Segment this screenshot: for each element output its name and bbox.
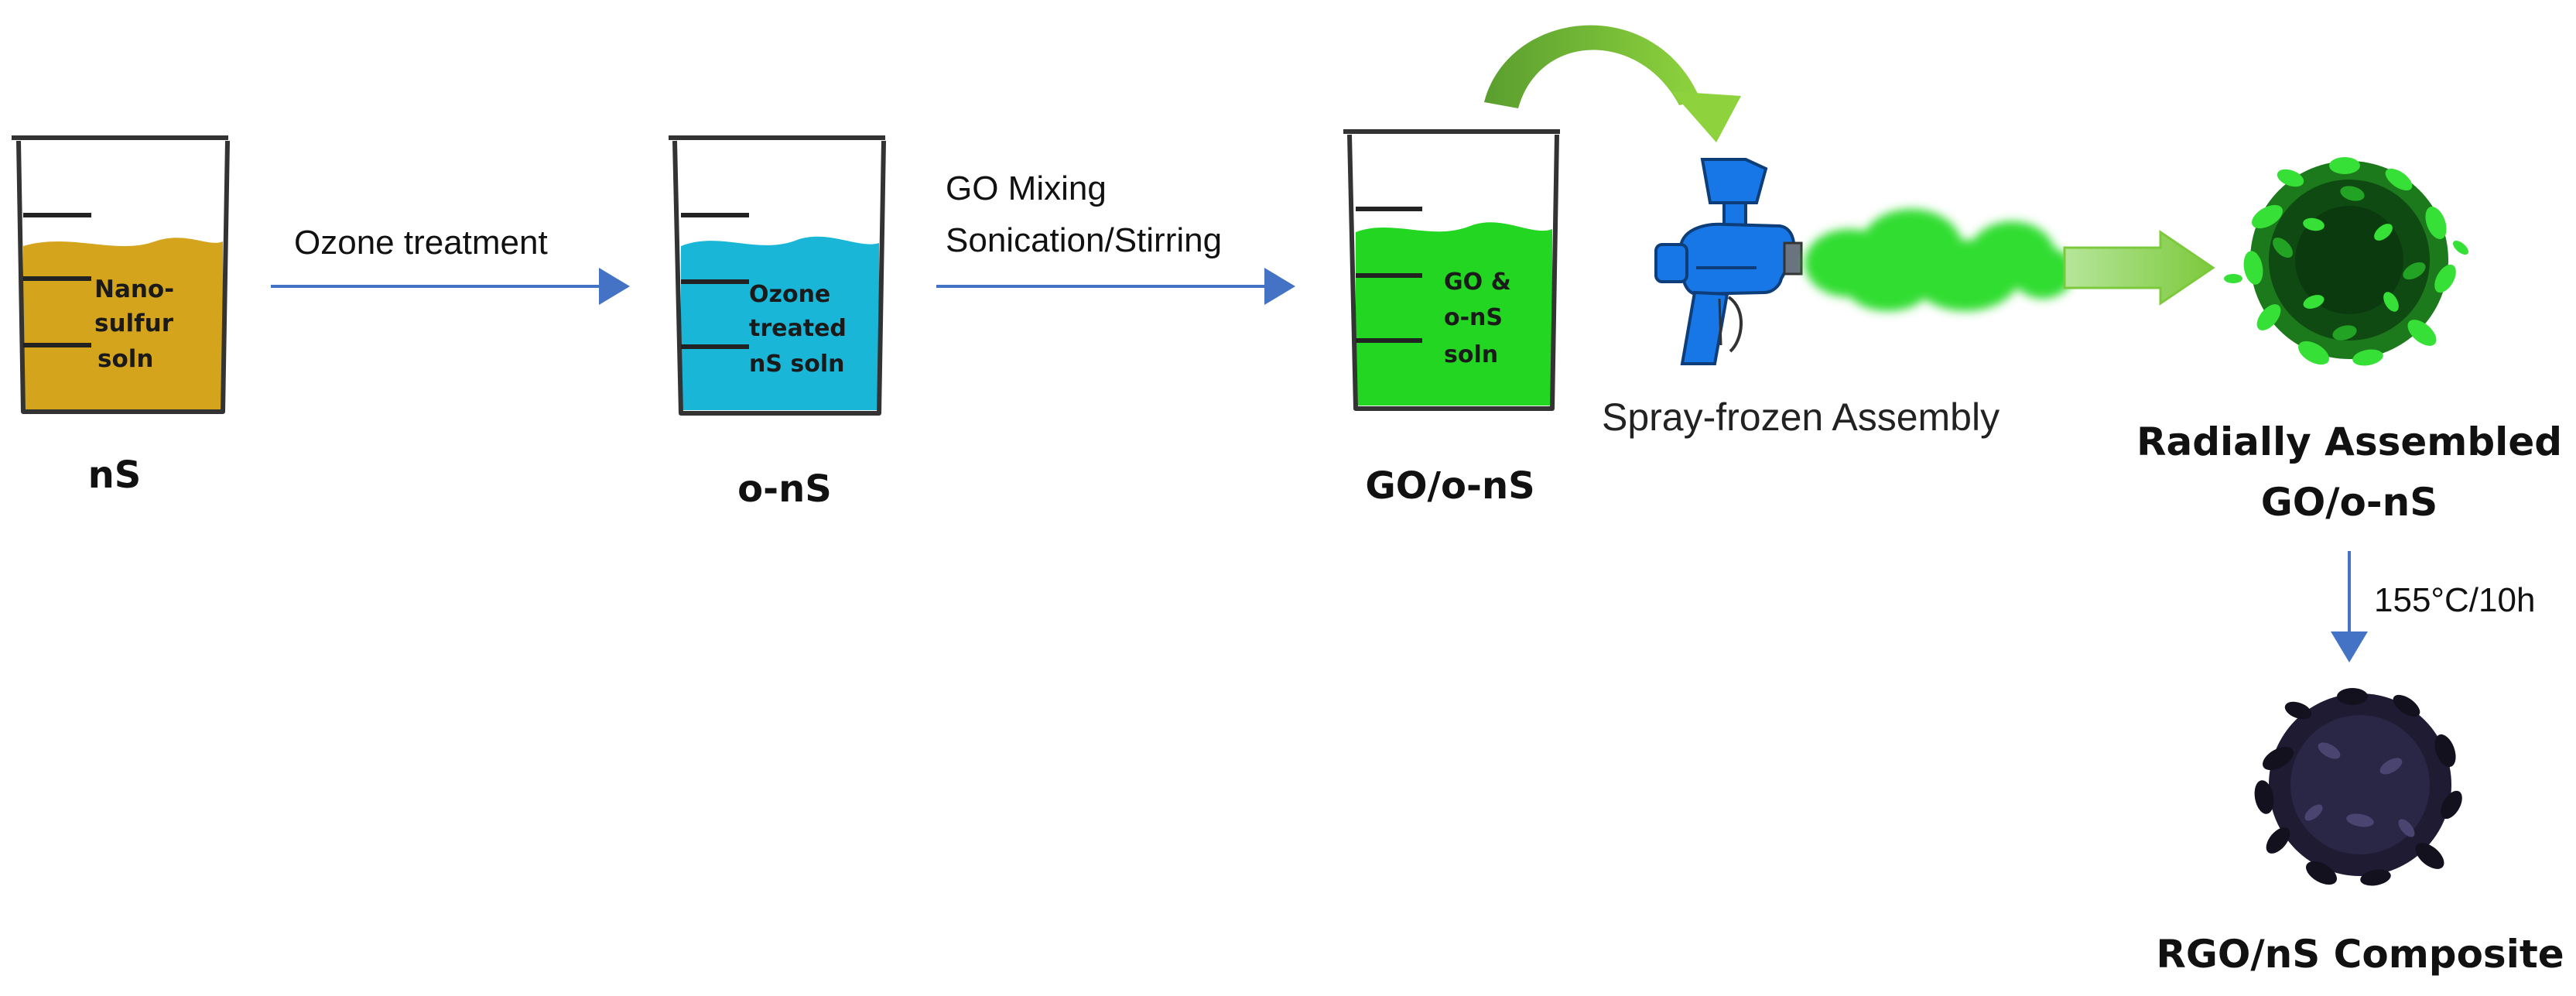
block-arrow-icon [2063, 230, 2215, 306]
curved-transfer-arrow-icon [1484, 25, 1741, 142]
step-mixing-line-2: Sonication/Stirring [946, 221, 1222, 259]
radial-particle-icon [2224, 157, 2468, 366]
radial-label-line-2: GO/o-nS [2261, 480, 2438, 525]
step-heat-label: 155°C/10h [2374, 581, 2535, 619]
beaker-o-ns-line-3: nS soln [749, 351, 845, 378]
beaker-ns-glass [12, 135, 230, 414]
radial-label-line-1: Radially Assembled [2136, 419, 2562, 464]
spray-cloud [1805, 209, 2074, 311]
beaker-ns-line-1: Nano- [94, 276, 174, 303]
beaker-ns-line-2: sulfur [94, 310, 174, 337]
beaker-ns-line-3: soln [97, 345, 153, 373]
beaker-go-ons-glass [1343, 129, 1560, 411]
beaker-o-ns-line-1: Ozone [749, 281, 830, 308]
beaker-ns: Nano- sulfur soln [12, 135, 230, 414]
spray-gun-icon [1654, 158, 1803, 365]
step-mixing-line-1: GO Mixing [946, 169, 1107, 207]
beaker-go-ons-line-2: o-nS [1444, 304, 1503, 331]
beaker-go-ons: GO & o-nS soln [1343, 129, 1560, 411]
caption-ns: nS [88, 454, 142, 497]
step-spray-label: Spray-frozen Assembly [1602, 395, 2000, 439]
caption-o-ns: o-nS [737, 467, 832, 511]
beaker-o-ns-line-2: treated [749, 315, 847, 342]
beaker-go-ons-line-3: soln [1444, 341, 1498, 368]
caption-go-ons: GO/o-nS [1365, 464, 1534, 508]
beaker-o-ns-glass [669, 135, 886, 416]
beaker-go-ons-liquid [1356, 222, 1552, 406]
composite-label: RGO/nS Composite [2156, 932, 2564, 977]
beaker-go-ons-line-1: GO & [1444, 269, 1511, 296]
composite-particle-icon [2254, 688, 2462, 886]
step-ozone-label: Ozone treatment [294, 224, 548, 262]
beaker-o-ns: Ozone treated nS soln [669, 135, 886, 416]
